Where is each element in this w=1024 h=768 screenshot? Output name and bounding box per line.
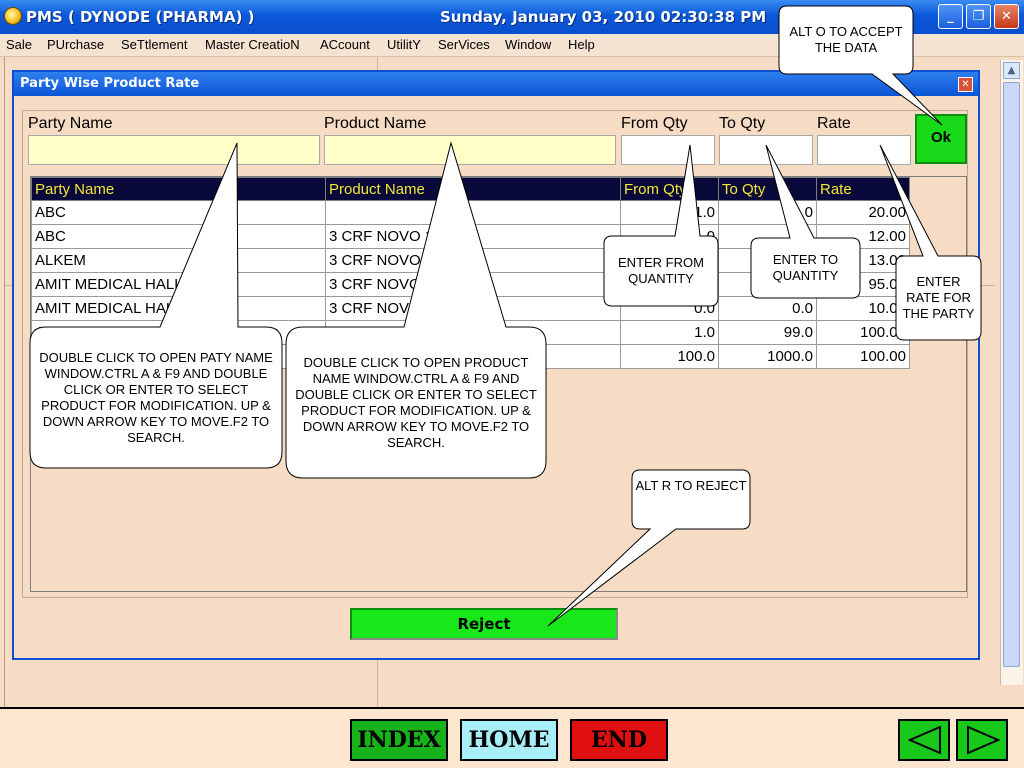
rate-label: Rate (817, 115, 851, 132)
left-arrow-icon (908, 725, 941, 755)
close-button[interactable]: ✕ (994, 4, 1019, 29)
callout-to-qty-text: ENTER TO QUANTITY (772, 252, 839, 283)
cell-party[interactable]: ALKEM (31, 248, 326, 273)
cell-to-qty[interactable]: 1000.0 (718, 344, 817, 369)
cell-product[interactable]: 3 CRF NOVO 1 (S) (325, 248, 621, 273)
maximize-button[interactable]: ❐ (966, 4, 991, 29)
scroll-thumb[interactable] (1003, 82, 1020, 667)
menu-settlement[interactable]: SeTtlement (121, 37, 188, 52)
cell-product[interactable] (325, 200, 621, 225)
to-qty-input[interactable] (719, 135, 813, 165)
cell-party[interactable]: ABC (31, 224, 326, 249)
cell-product[interactable]: 3 CRF NOVO 1 (325, 272, 621, 297)
menu-services[interactable]: SerVices (438, 37, 490, 52)
from-qty-input[interactable] (621, 135, 715, 165)
dialog-close-button[interactable]: ✕ (958, 77, 973, 92)
callout-rate-text: ENTER RATE FOR THE PARTY (902, 274, 975, 321)
reject-button[interactable]: Reject (350, 608, 618, 640)
col-header-from-qty[interactable]: From Qty (620, 177, 719, 201)
from-qty-label: From Qty (621, 115, 688, 132)
cell-rate[interactable]: 20.00 (816, 200, 910, 225)
form-group (22, 110, 968, 598)
menu-master-creation[interactable]: Master CreatioN (205, 37, 300, 52)
menu-window[interactable]: Window (505, 37, 552, 52)
cell-rate[interactable]: 10.00 (816, 296, 910, 321)
index-button[interactable]: INDEX (350, 719, 448, 761)
cell-product[interactable]: 3 CRF NOVO 1 (S) (325, 224, 621, 249)
dialog-titlebar: Party Wise Product Rate ✕ (14, 72, 978, 96)
cell-rate[interactable]: 100.00 (816, 320, 910, 345)
col-header-rate[interactable]: Rate (816, 177, 910, 201)
cell-party[interactable]: AMIT MEDICAL HALL (31, 296, 326, 321)
vertical-scrollbar[interactable]: ▲ (1000, 60, 1023, 685)
end-button[interactable]: END (570, 719, 668, 761)
next-button[interactable] (956, 719, 1008, 761)
product-name-input[interactable] (324, 135, 616, 165)
party-name-label: Party Name (28, 115, 113, 132)
menu-purchase[interactable]: PUrchase (47, 37, 105, 52)
datetime-display: Sunday, January 03, 2010 02:30:38 PM (440, 8, 767, 26)
cell-product[interactable]: 3 CRF NOVO 1 (325, 296, 621, 321)
home-button[interactable]: HOME (460, 719, 558, 761)
right-arrow-icon (967, 725, 1000, 755)
cell-from-qty[interactable]: 1.0 (620, 200, 719, 225)
cell-rate[interactable]: 100.00 (816, 344, 910, 369)
col-header-product-name[interactable]: Product Name (325, 177, 621, 201)
window-title: PMS ( DYNODE (PHARMA) ) (26, 8, 255, 26)
cell-party[interactable]: ABC (31, 200, 326, 225)
cell-party[interactable]: AMIT MEDICAL HALL (31, 272, 326, 297)
menu-bar: Sale PUrchase SeTtlement Master CreatioN… (0, 34, 1024, 57)
callout-party-text: DOUBLE CLICK TO OPEN PATY NAME WINDOW.CT… (39, 350, 273, 445)
callout-reject-text: ALT R TO REJECT (635, 478, 747, 493)
previous-button[interactable] (898, 719, 950, 761)
menu-account[interactable]: ACcount (320, 37, 370, 52)
table-header-row: Party Name Product Name From Qty To Qty … (31, 177, 910, 201)
cell-to-qty[interactable]: 0.0 (718, 296, 817, 321)
cell-from-qty[interactable]: 100.0 (620, 344, 719, 369)
callout-product-text: DOUBLE CLICK TO OPEN PRODUCT NAME WINDOW… (295, 355, 537, 450)
product-name-label: Product Name (324, 115, 427, 132)
menu-help[interactable]: Help (568, 37, 595, 52)
menu-utility[interactable]: UtilitY (387, 37, 421, 52)
scroll-up-icon[interactable]: ▲ (1003, 62, 1020, 79)
to-qty-label: To Qty (719, 115, 766, 132)
table-row[interactable]: AMIT MEDICAL HALL 3 CRF NOVO 1 0.0 0.0 1… (31, 296, 910, 321)
callout-from-qty-text: ENTER FROM QUANTITY (618, 255, 704, 286)
dialog-title: Party Wise Product Rate (20, 76, 200, 91)
cell-to-qty[interactable]: 2.0 (718, 200, 817, 225)
bottom-nav-bar: INDEX HOME END (0, 707, 1024, 768)
app-icon (4, 7, 22, 25)
cell-from-qty[interactable]: 1.0 (620, 320, 719, 345)
callout-ok-text: ALT O TO ACCEPT THE DATA (789, 24, 903, 55)
col-header-to-qty[interactable]: To Qty (718, 177, 817, 201)
rate-input[interactable] (817, 135, 911, 165)
minimize-button[interactable]: _ (938, 4, 963, 29)
menu-sale[interactable]: Sale (6, 37, 33, 52)
cell-to-qty[interactable]: 99.0 (718, 320, 817, 345)
party-name-input[interactable] (28, 135, 320, 165)
ok-button[interactable]: Ok (915, 114, 967, 164)
col-header-party-name[interactable]: Party Name (31, 177, 326, 201)
table-row[interactable]: ABC 1.0 2.0 20.00 (31, 200, 910, 225)
